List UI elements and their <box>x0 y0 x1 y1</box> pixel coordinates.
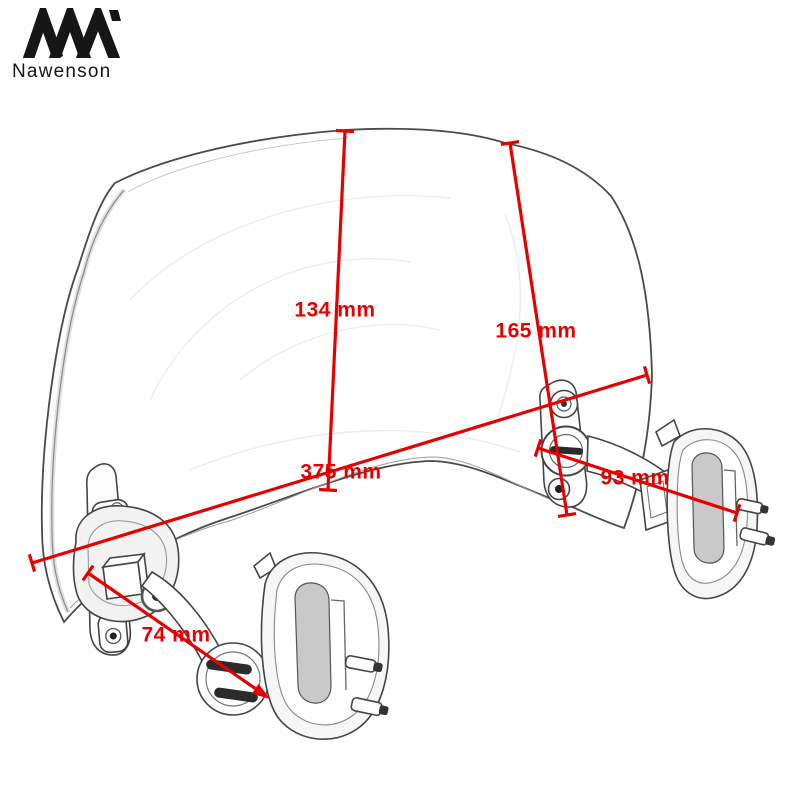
brand-name: Nawenson <box>12 61 112 82</box>
left-plate-bottom-bushing <box>97 612 129 654</box>
dimension-line-134mm <box>318 128 355 493</box>
dimension-label-center-height: 134 mm <box>294 298 376 322</box>
left-mounting-bracket <box>72 463 390 741</box>
left-clamp-top-bolt <box>344 654 383 673</box>
dimension-label-right-bracket: 93 mm <box>600 466 670 490</box>
dimension-line-93mm <box>533 438 742 523</box>
right-clamp-top-bolt <box>735 498 769 515</box>
dimension-label-side-height: 165 mm <box>495 319 577 343</box>
screen-texture <box>129 194 522 471</box>
left-clamp-bottom-bolt <box>350 697 389 717</box>
left-clamp-body <box>252 551 390 741</box>
dimension-line-74mm <box>81 564 270 699</box>
right-mounting-bracket <box>539 379 776 600</box>
dimension-line-375mm <box>27 365 652 573</box>
dimension-label-width: 375 mm <box>300 460 382 484</box>
dimension-lines <box>27 128 742 699</box>
right-clamp-body <box>655 418 759 600</box>
dimension-label-left-bracket: 74 mm <box>141 623 211 647</box>
nwa-monogram-icon <box>22 8 121 58</box>
right-clamp-bottom-bolt <box>739 527 776 546</box>
